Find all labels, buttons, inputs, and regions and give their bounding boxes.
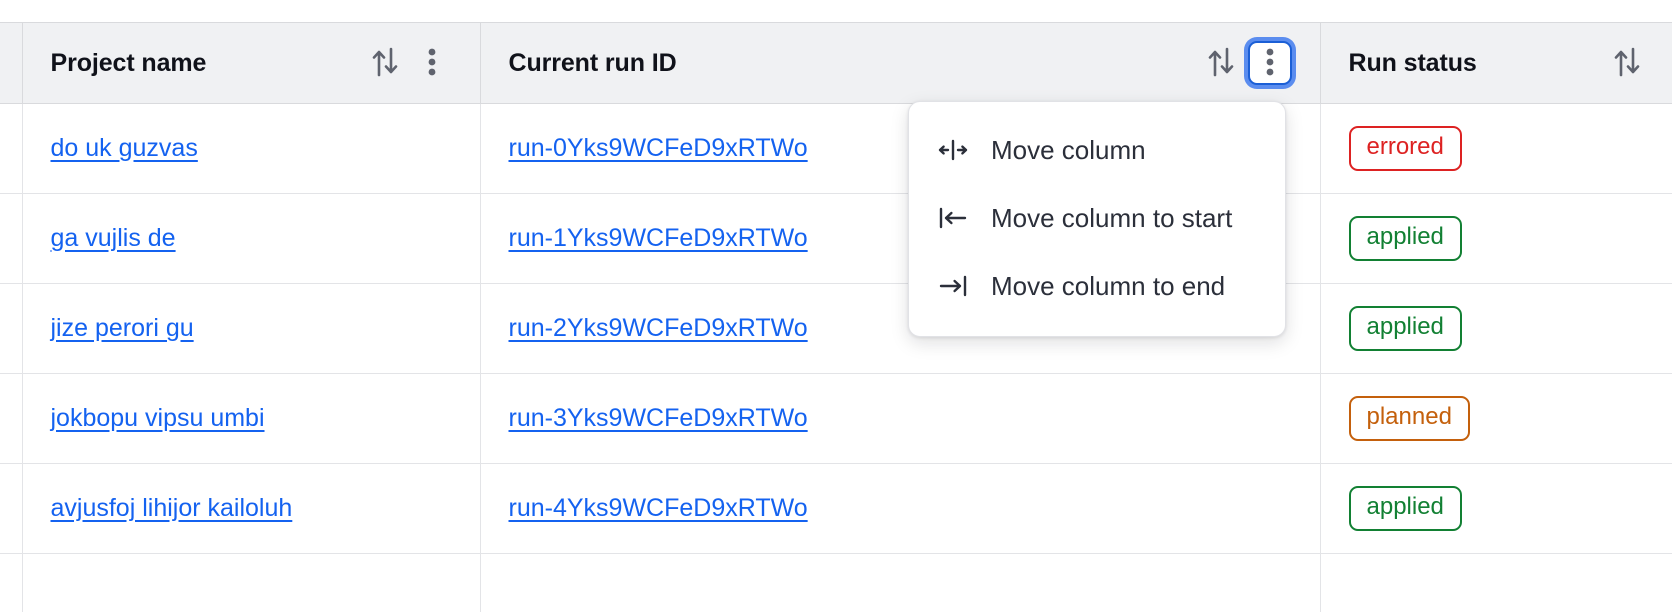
- run-id-link[interactable]: run-0Yks9WCFeD9xRTWo: [508, 134, 808, 162]
- project-link[interactable]: do uk guzvas: [50, 134, 198, 162]
- column-header-label-project-name: Project name: [50, 48, 207, 77]
- menu-item-move-column-to-end[interactable]: Move column to end: [909, 252, 1285, 320]
- kebab-menu-icon: [428, 48, 436, 79]
- column-header-run-status: Run status: [1320, 22, 1672, 104]
- menu-item-move-column-to-start[interactable]: Move column to start: [909, 184, 1285, 252]
- sort-arrows-icon: [1206, 45, 1236, 82]
- kebab-menu-icon: [1266, 48, 1274, 79]
- row-gutter-cell: [0, 283, 23, 374]
- cell-run-status: [1320, 553, 1672, 612]
- menu-item-label: Move column to start: [991, 202, 1233, 233]
- cell-project-name: do uk guzvas: [22, 103, 481, 194]
- table-body: do uk guzvas run-0Yks9WCFeD9xRTWo errore…: [0, 103, 1672, 612]
- cell-run-status: errored: [1320, 103, 1672, 194]
- status-badge: applied: [1348, 216, 1462, 261]
- menu-item-move-column[interactable]: Move column: [909, 116, 1285, 184]
- sort-button-current-run-id[interactable]: [1204, 44, 1238, 82]
- cell-run-status: applied: [1320, 283, 1672, 374]
- table-row: [0, 553, 1672, 612]
- move-column-to-end-icon: [937, 270, 969, 302]
- column-header-label-run-status: Run status: [1348, 48, 1477, 77]
- move-column-to-start-icon: [937, 202, 969, 234]
- run-id-link[interactable]: run-3Yks9WCFeD9xRTWo: [508, 404, 808, 432]
- project-link[interactable]: jokbopu vipsu umbi: [50, 404, 265, 432]
- table-row: ga vujlis de run-1Yks9WCFeD9xRTWo applie…: [0, 193, 1672, 284]
- cell-project-name: jize perori gu: [22, 283, 481, 374]
- column-menu-button-current-run-id[interactable]: [1247, 41, 1292, 85]
- status-badge: planned: [1348, 396, 1470, 441]
- run-id-link[interactable]: run-2Yks9WCFeD9xRTWo: [508, 314, 808, 342]
- run-id-link[interactable]: run-4Yks9WCFeD9xRTWo: [508, 494, 808, 522]
- row-gutter-cell: [0, 373, 23, 464]
- column-menu-button-project-name[interactable]: [412, 43, 452, 83]
- table-header: Project name: [0, 22, 1672, 104]
- row-gutter-cell: [0, 463, 23, 554]
- cell-project-name: avjusfoj lihijor kailoluh: [22, 463, 481, 554]
- cell-current-run-id: run-4Yks9WCFeD9xRTWo: [480, 463, 1321, 554]
- project-link[interactable]: jize perori gu: [50, 314, 194, 342]
- cell-current-run-id: run-3Yks9WCFeD9xRTWo: [480, 373, 1321, 464]
- run-id-link[interactable]: run-1Yks9WCFeD9xRTWo: [508, 224, 808, 252]
- project-link[interactable]: ga vujlis de: [50, 224, 176, 252]
- cell-project-name: jokbopu vipsu umbi: [22, 373, 481, 464]
- row-gutter-cell: [0, 193, 23, 284]
- project-link[interactable]: avjusfoj lihijor kailoluh: [50, 494, 293, 522]
- cell-run-status: applied: [1320, 193, 1672, 284]
- column-options-menu: Move column Move column to start Move co…: [908, 101, 1286, 337]
- sort-arrows-icon: [1612, 45, 1642, 82]
- projects-table: Project name: [0, 22, 1672, 612]
- status-badge: applied: [1348, 486, 1462, 531]
- table-row: jize perori gu run-2Yks9WCFeD9xRTWo appl…: [0, 283, 1672, 374]
- table-row: avjusfoj lihijor kailoluh run-4Yks9WCFeD…: [0, 463, 1672, 554]
- row-gutter-header: [0, 22, 23, 104]
- cell-project-name: ga vujlis de: [22, 193, 481, 284]
- status-badge: applied: [1348, 306, 1462, 351]
- menu-item-label: Move column: [991, 134, 1146, 165]
- move-column-icon: [937, 134, 969, 166]
- cell-run-status: planned: [1320, 373, 1672, 464]
- column-header-project-name: Project name: [22, 22, 481, 104]
- table-row: do uk guzvas run-0Yks9WCFeD9xRTWo errore…: [0, 103, 1672, 194]
- menu-item-label: Move column to end: [991, 270, 1226, 301]
- cell-run-status: applied: [1320, 463, 1672, 554]
- sort-button-project-name[interactable]: [368, 44, 402, 82]
- row-gutter-cell: [0, 553, 23, 612]
- column-header-current-run-id: Current run ID: [480, 22, 1321, 104]
- cell-current-run-id: [480, 553, 1321, 612]
- sort-button-run-status[interactable]: [1610, 44, 1644, 82]
- column-header-label-current-run-id: Current run ID: [508, 48, 677, 77]
- status-badge: errored: [1348, 126, 1462, 171]
- row-gutter-cell: [0, 103, 23, 194]
- table-row: jokbopu vipsu umbi run-3Yks9WCFeD9xRTWo …: [0, 373, 1672, 464]
- sort-arrows-icon: [370, 45, 400, 82]
- table-header-row: Project name: [0, 22, 1672, 104]
- cell-project-name: [22, 553, 481, 612]
